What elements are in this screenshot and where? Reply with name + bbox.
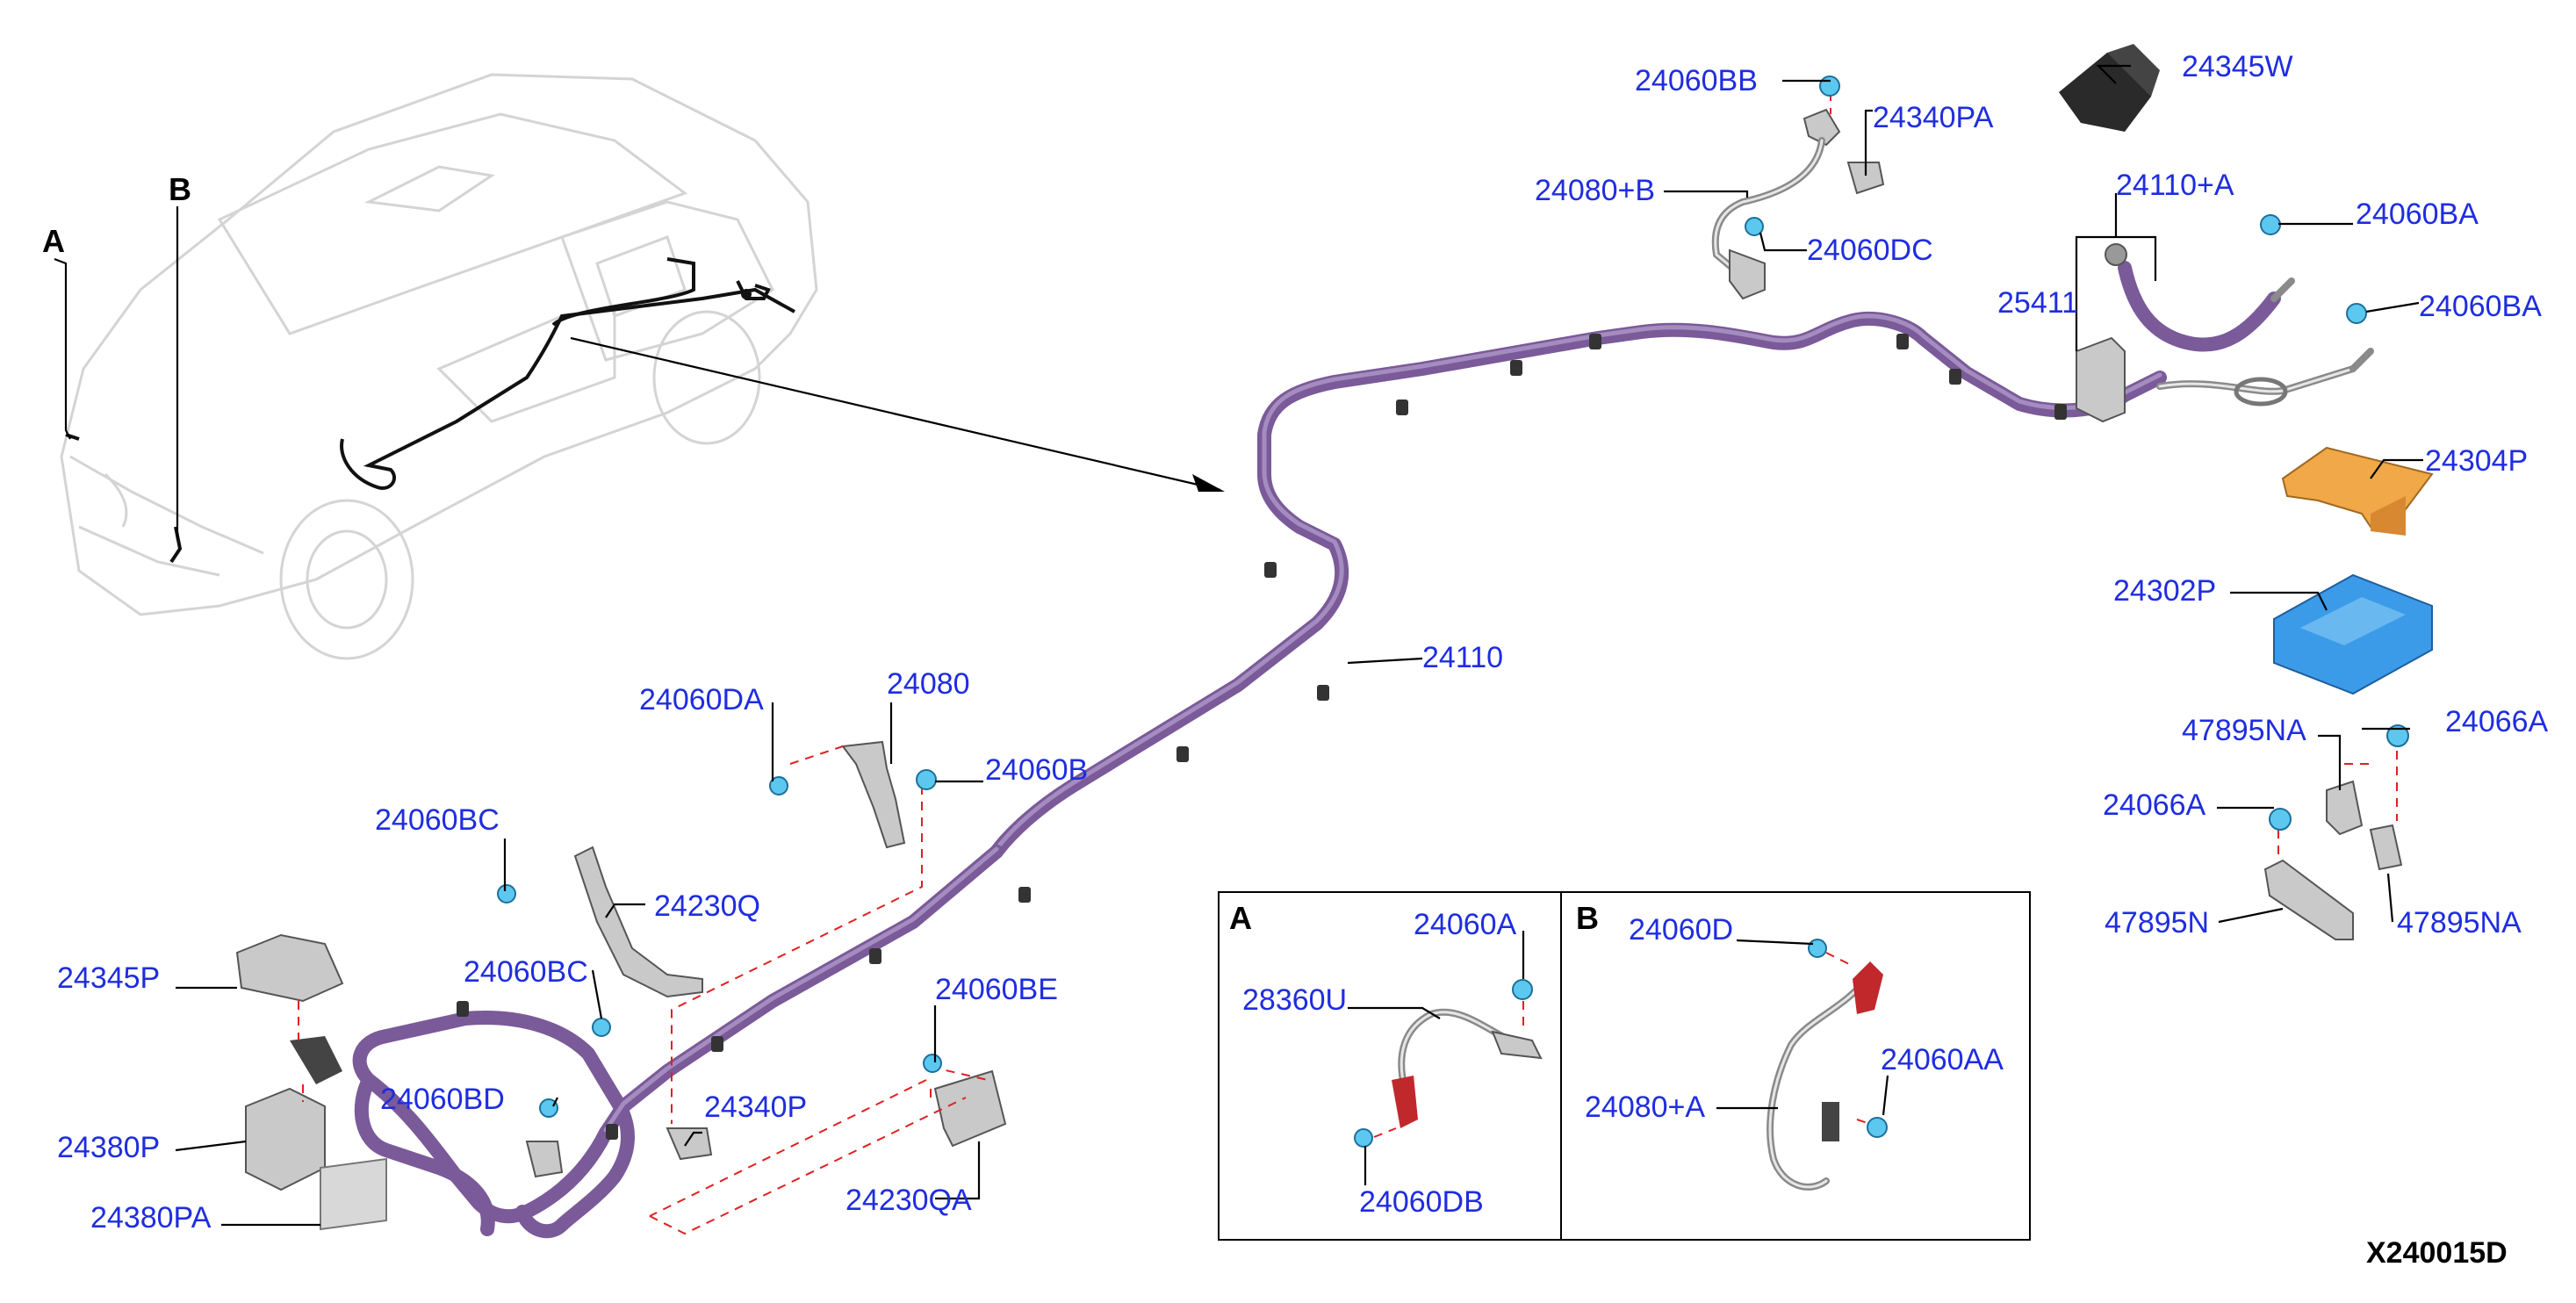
view-pointer-a: A <box>42 223 71 440</box>
label-24060BB: 24060BB <box>1635 64 1758 97</box>
label-24066A-1: 24066A <box>2445 705 2549 738</box>
view-letter-b: B <box>169 171 191 207</box>
label-24080: 24080 <box>887 667 970 701</box>
modules-bottom-left <box>235 933 387 1231</box>
label-24345P: 24345P <box>57 961 160 995</box>
part-25411-shape <box>2076 336 2126 423</box>
label-24304P: 24304P <box>2425 444 2528 478</box>
label-24080B: 24080+B <box>1535 174 1655 207</box>
vehicle-overview <box>60 73 818 660</box>
part-labels: 24060BB 24340PA 24345W 24080+B 24060DC 2… <box>57 50 2549 1235</box>
bolts <box>497 76 2409 1118</box>
label-47895NA-2: 47895NA <box>2397 906 2522 939</box>
label-24066A-2: 24066A <box>2103 788 2206 822</box>
inset-a-letter: A <box>1229 900 1252 936</box>
label-inset-a-28360U: 28360U <box>1242 983 1347 1017</box>
main-harness-24110 <box>352 311 2357 1239</box>
overview-arrow <box>570 336 1225 492</box>
part-24304P-shape <box>2281 446 2434 536</box>
brackets-47895 <box>2263 751 2403 940</box>
leader-lines <box>175 64 2423 1227</box>
label-24060B: 24060B <box>985 753 1088 787</box>
ground-cable-24110A <box>2105 243 2374 372</box>
label-24060BE: 24060BE <box>935 973 1058 1006</box>
diagram-code: X240015D <box>2366 1236 2508 1270</box>
label-24060BC-1: 24060BC <box>375 803 500 837</box>
label-24302P: 24302P <box>2113 574 2216 608</box>
view-letter-a: A <box>42 223 65 259</box>
label-inset-b-24060AA: 24060AA <box>1881 1043 2004 1076</box>
label-inset-a-24060A: 24060A <box>1414 908 1517 941</box>
part-24302P-shape <box>2273 573 2433 695</box>
label-25411: 25411 <box>1997 286 2078 320</box>
inset-b-letter: B <box>1576 900 1599 936</box>
part-24345W-shape <box>2059 44 2160 132</box>
label-24340P: 24340P <box>704 1091 807 1124</box>
label-24060BA-1: 24060BA <box>2356 198 2479 231</box>
label-24060DA: 24060DA <box>639 683 764 716</box>
label-inset-b-24080A: 24080+A <box>1585 1091 1705 1124</box>
label-24060BD: 24060BD <box>380 1083 505 1116</box>
brackets-left-mid <box>525 740 1007 1235</box>
label-24110A: 24110+A <box>2116 169 2234 202</box>
label-24380P: 24380P <box>57 1131 160 1164</box>
label-24060BC-2: 24060BC <box>464 955 588 989</box>
label-47895NA-1: 47895NA <box>2182 714 2306 747</box>
label-24340PA: 24340PA <box>1873 101 1994 134</box>
label-47895N: 47895N <box>2105 906 2209 939</box>
label-inset-a-24060DB: 24060DB <box>1359 1185 1484 1219</box>
label-24060BA-2: 24060BA <box>2419 290 2542 323</box>
label-24345W: 24345W <box>2182 50 2293 83</box>
label-24110: 24110 <box>1422 641 1503 674</box>
cable-24080B-group <box>1711 92 1885 300</box>
label-24230QA: 24230QA <box>845 1184 972 1217</box>
label-24230Q: 24230Q <box>654 889 760 923</box>
label-24380PA: 24380PA <box>90 1201 212 1235</box>
inset-panel: A B <box>1218 891 2031 1241</box>
label-inset-b-24060D: 24060D <box>1629 913 1733 947</box>
view-pointer-b: B <box>169 171 191 540</box>
label-24060DC: 24060DC <box>1807 234 1933 267</box>
